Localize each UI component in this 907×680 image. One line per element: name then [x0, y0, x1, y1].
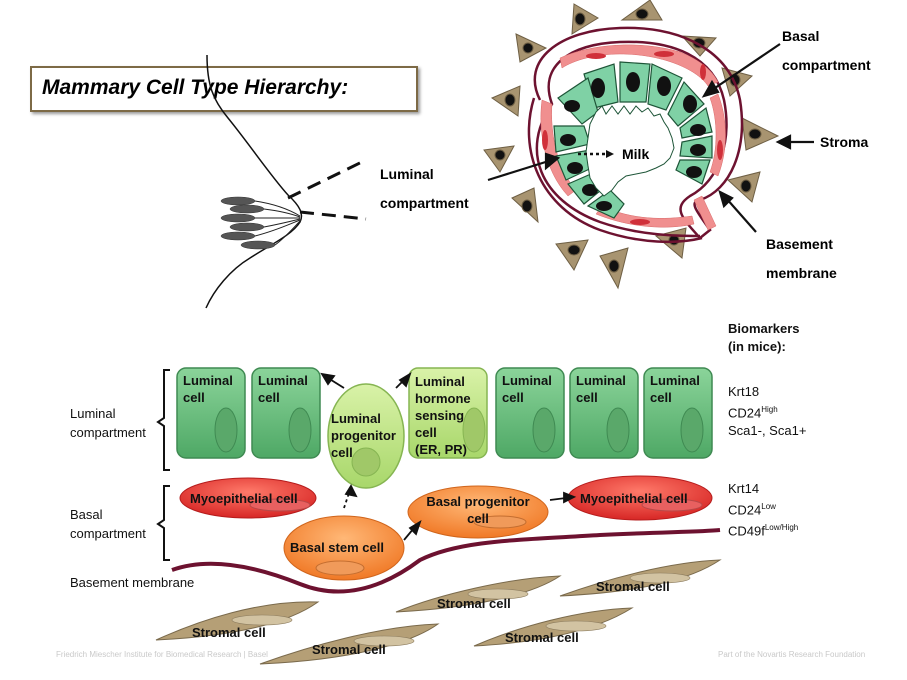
title-box: Mammary Cell Type Hierarchy:	[30, 66, 418, 112]
basal-cd49: CD49fLow/High	[728, 519, 798, 540]
hormone-line1: Luminal	[415, 374, 465, 389]
luminal-cell-5-line2: cell	[650, 390, 672, 405]
milk-label: Milk	[622, 146, 650, 162]
progenitor-cell-shape	[327, 383, 405, 489]
luminal-cd24-text: CD24	[728, 405, 762, 421]
luminal-cell-2-label: Luminal cell	[258, 372, 308, 406]
basal-cd24-text: CD24	[728, 502, 762, 518]
top-luminal-label: Luminal compartment	[380, 160, 469, 218]
brackets	[156, 369, 170, 561]
luminal-sca: Sca1-, Sca1+	[728, 423, 807, 439]
basal-cd49-sup: Low/High	[764, 523, 799, 533]
basal-cd24-sup: Low	[761, 502, 776, 511]
progenitor-line3: cell	[331, 445, 353, 460]
footer-right: Part of the Novartis Research Foundation	[718, 650, 866, 659]
acinus-basement-membrane	[533, 26, 744, 240]
stromal-cell-label-3: Stromal cell	[437, 596, 511, 611]
duct-lobules	[220, 196, 276, 250]
page-title: Mammary Cell Type Hierarchy:	[42, 76, 349, 99]
basal-cd24: CD24Low	[728, 498, 798, 519]
luminal-cell-4-label: Luminal cell	[576, 372, 626, 406]
lumen	[585, 105, 675, 197]
myoepithelial-nuclei	[542, 51, 723, 225]
luminal-cell-1-line1: Luminal	[183, 373, 233, 388]
hormone-line5: (ER, PR)	[415, 442, 467, 457]
hormone-sensing-label: Luminal hormone sensing cell (ER, PR)	[415, 373, 471, 458]
top-basement-line1: Basement	[766, 236, 833, 252]
acinus-section	[483, 0, 780, 290]
luminal-cell-3-line1: Luminal	[502, 373, 552, 388]
luminal-krt: Krt18	[728, 384, 760, 399]
luminal-cell-1-line2: cell	[183, 390, 205, 405]
top-basal-label: Basal compartment	[782, 22, 871, 80]
luminal-cd24-sup: High	[761, 405, 778, 414]
stromal-cell-label-2: Stromal cell	[312, 642, 386, 657]
top-basal-line2: compartment	[782, 57, 871, 73]
luminal-cd24: CD24High	[728, 401, 806, 422]
basal-biomarkers: Krt14 CD24Low CD49fLow/High	[728, 480, 798, 541]
basal-stem-shape	[283, 515, 405, 581]
hormone-line2: hormone	[415, 391, 471, 406]
biomarkers-heading: Biomarkers (in mice):	[728, 320, 800, 356]
progenitor-line1: Luminal	[331, 411, 381, 426]
left-luminal-label: Luminal compartment	[70, 404, 146, 442]
duct-lines	[254, 200, 302, 246]
luminal-cell-5-label: Luminal cell	[650, 372, 700, 406]
acinus-nuclei	[560, 72, 706, 211]
top-basal-line1: Basal	[782, 28, 820, 44]
basal-krt: Krt14	[728, 481, 760, 496]
basal-cd49-text: CD49f	[728, 523, 765, 539]
left-basal-line1: Basal	[70, 507, 103, 522]
left-luminal-line1: Luminal	[70, 406, 116, 421]
left-basal-label: Basal compartment	[70, 505, 146, 543]
stromal-cell-label-4: Stromal cell	[505, 630, 579, 645]
hormone-line4: cell	[415, 425, 437, 440]
progenitor-label: Luminal progenitor cell	[331, 410, 396, 461]
basal-progenitor-line1: Basal progenitor	[426, 494, 530, 509]
biomarkers-heading-line2: (in mice):	[728, 339, 786, 354]
left-luminal-line2: compartment	[70, 425, 146, 440]
luminal-cell-3-label: Luminal cell	[502, 372, 552, 406]
luminal-biomarkers: Krt18 CD24High Sca1-, Sca1+	[728, 383, 806, 440]
stromal-cell-label-1: Stromal cell	[192, 625, 266, 640]
top-basement-label: Basement membrane	[766, 230, 837, 288]
footer-left: Friedrich Miescher Institute for Biomedi…	[56, 650, 268, 659]
biomarkers-heading-line1: Biomarkers	[728, 321, 800, 336]
myoepithelial-left-label: Myoepithelial cell	[190, 491, 298, 506]
stromal-cell-label-5: Stromal cell	[596, 579, 670, 594]
myoepithelial-right-label: Myoepithelial cell	[580, 491, 688, 506]
luminal-cell-2-line2: cell	[258, 390, 280, 405]
luminal-cell-2-line1: Luminal	[258, 373, 308, 388]
zoom-dashes	[287, 158, 367, 221]
stroma-label: Stroma	[820, 134, 869, 150]
luminal-cell-5-line1: Luminal	[650, 373, 700, 388]
luminal-cell-4-line2: cell	[576, 390, 598, 405]
top-arrows	[487, 43, 814, 233]
progenitor-line2: progenitor	[331, 428, 396, 443]
gland-outline	[205, 54, 303, 309]
hormone-line3: sensing	[415, 408, 465, 423]
luminal-nuclei	[214, 407, 704, 453]
left-basement-label: Basement membrane	[70, 575, 195, 590]
left-basal-line2: compartment	[70, 526, 146, 541]
luminal-cell-4-line1: Luminal	[576, 373, 626, 388]
luminal-row	[176, 367, 713, 459]
luminal-cell-1-label: Luminal cell	[183, 372, 233, 406]
stromal-nuclei	[231, 572, 691, 647]
stroma-cells	[483, 0, 780, 290]
luminal-cell-3-line2: cell	[502, 390, 524, 405]
top-luminal-line2: compartment	[380, 195, 469, 211]
basal-stem-label: Basal stem cell	[290, 540, 384, 555]
basement-membrane-line	[171, 528, 721, 594]
hierarchy-arrows	[320, 371, 577, 541]
basal-progenitor-line2: cell	[467, 511, 489, 526]
top-basement-line2: membrane	[766, 265, 837, 281]
basal-progenitor-label: Basal progenitor cell	[420, 493, 536, 527]
top-luminal-line1: Luminal	[380, 166, 434, 182]
